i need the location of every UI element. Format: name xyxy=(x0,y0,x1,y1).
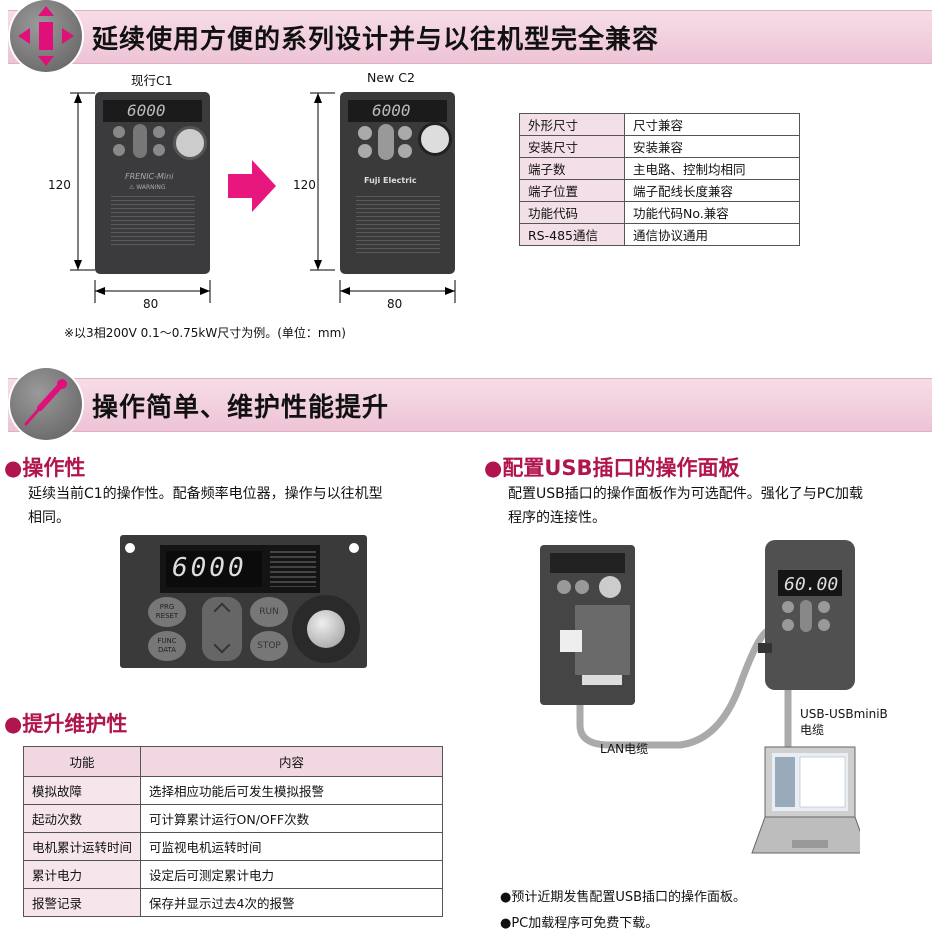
compat-value: 尺寸兼容 xyxy=(624,113,800,136)
compat-item: 端子数 xyxy=(519,157,625,180)
device-c1: 6000 FRENIC-Mini ⚠ WARNING xyxy=(95,92,210,274)
compat-item: 功能代码 xyxy=(519,201,625,224)
up-down-button[interactable] xyxy=(202,597,242,661)
compat-row: RS-485通信通信协议通用 xyxy=(519,223,800,246)
dimension-lines-left xyxy=(70,92,211,303)
usb-connection-illustration xyxy=(540,540,860,854)
device-c1-display: 6000 xyxy=(127,101,166,120)
operability-text: 延续当前C1的操作性。配备频率电位器，操作与以往机型 相同。 xyxy=(28,486,383,526)
compat-value: 端子配线长度兼容 xyxy=(624,179,800,202)
current-model-label: 现行C1 xyxy=(131,73,173,88)
maintenance-heading: ●提升维护性 xyxy=(4,712,128,736)
compat-value: 功能代码No.兼容 xyxy=(624,201,800,224)
keypad-display: 6000 xyxy=(172,553,247,583)
device-c1-brand: FRENIC-Mini xyxy=(125,172,174,181)
maintenance-function: 累计电力 xyxy=(23,860,141,889)
section2-banner: 操作简单、维护性能提升 xyxy=(8,378,932,432)
tool-icon xyxy=(10,368,82,440)
func-data-button[interactable]: FUNC DATA xyxy=(148,631,186,661)
maintenance-function: 电机累计运转时间 xyxy=(23,832,141,861)
compat-row: 外形尺寸尺寸兼容 xyxy=(519,113,800,136)
maintenance-content: 保存并显示过去4次的报警 xyxy=(140,888,443,917)
prg-reset-button[interactable]: PRG RESET xyxy=(148,597,186,627)
maintenance-content: 可计算累计运行ON/OFF次数 xyxy=(140,804,443,833)
compat-item: 端子位置 xyxy=(519,179,625,202)
device-c2: 6000 Fuji Electric xyxy=(340,92,455,274)
compat-row: 端子数主电路、控制均相同 xyxy=(519,157,800,180)
compat-item: RS-485通信 xyxy=(519,223,625,246)
device-c2-display: 6000 xyxy=(372,101,411,120)
maintenance-table: 功能 内容 模拟故障选择相应功能后可发生模拟报警起动次数可计算累计运行ON/OF… xyxy=(23,746,443,917)
dimension-footnote: ※以3相200V 0.1～0.75kW尺寸为例。(单位：mm) xyxy=(64,326,346,340)
col-function: 功能 xyxy=(23,746,141,777)
width-dim-left: 80 xyxy=(143,297,159,311)
width-dim-right: 80 xyxy=(387,297,403,311)
compat-value: 主电路、控制均相同 xyxy=(624,157,800,180)
operability-heading: ●操作性 xyxy=(4,456,86,480)
maintenance-row: 模拟故障选择相应功能后可发生模拟报警 xyxy=(23,776,443,805)
compat-row: 功能代码功能代码No.兼容 xyxy=(519,201,800,224)
usb-panel-text: 配置USB插口的操作面板作为可选配件。强化了与PC加载 程序的连接性。 xyxy=(508,486,863,526)
compat-item: 安装尺寸 xyxy=(519,135,625,158)
usb-panel-heading: ●配置USB插口的操作面板 xyxy=(484,456,740,480)
compat-value: 安装兼容 xyxy=(624,135,800,158)
run-button[interactable]: RUN xyxy=(250,597,288,627)
compatibility-icon xyxy=(10,0,82,72)
maintenance-function: 起动次数 xyxy=(23,804,141,833)
maintenance-content: 可监视电机运转时间 xyxy=(140,832,443,861)
keypad-panel: 6000 PRG RESET FUNC DATA RUN STOP xyxy=(120,535,367,668)
new-model-label: New C2 xyxy=(367,70,415,85)
maintenance-row: 电机累计运转时间可监视电机运转时间 xyxy=(23,832,443,861)
col-content: 内容 xyxy=(140,746,443,777)
section1-banner: 延续使用方便的系列设计并与以往机型完全兼容 xyxy=(8,10,932,64)
compat-row: 端子位置端子配线长度兼容 xyxy=(519,179,800,202)
usb-cable-label: USB-USBminiB 电缆 xyxy=(800,707,888,737)
maintenance-function: 模拟故障 xyxy=(23,776,141,805)
compat-value: 通信协议通用 xyxy=(624,223,800,246)
compat-item: 外形尺寸 xyxy=(519,113,625,136)
usb-note-2: ●PC加载程序可免费下载。 xyxy=(500,916,659,931)
device-c2-brand: Fuji Electric xyxy=(364,176,417,185)
maintenance-row: 报警记录保存并显示过去4次的报警 xyxy=(23,888,443,917)
maintenance-content: 选择相应功能后可发生模拟报警 xyxy=(140,776,443,805)
maintenance-function: 报警记录 xyxy=(23,888,141,917)
maintenance-row: 起动次数可计算累计运行ON/OFF次数 xyxy=(23,804,443,833)
up-arrow-icon xyxy=(213,602,231,620)
height-dim-left: 120 xyxy=(48,178,71,192)
down-arrow-icon xyxy=(213,636,231,654)
compatibility-table: 外形尺寸尺寸兼容安装尺寸安装兼容端子数主电路、控制均相同端子位置端子配线长度兼容… xyxy=(519,113,800,246)
section1-title: 延续使用方便的系列设计并与以往机型完全兼容 xyxy=(92,25,660,55)
height-dim-right: 120 xyxy=(293,178,316,192)
lan-cable-label: LAN电缆 xyxy=(600,742,649,756)
upgrade-arrow-icon xyxy=(228,160,276,212)
compat-row: 安装尺寸安装兼容 xyxy=(519,135,800,158)
frequency-knob[interactable] xyxy=(292,595,360,663)
device-c1-warning: ⚠ WARNING xyxy=(129,184,166,191)
stop-button[interactable]: STOP xyxy=(250,631,288,661)
maintenance-row: 累计电力设定后可测定累计电力 xyxy=(23,860,443,889)
display-readout: 60.00 xyxy=(784,574,839,595)
maintenance-content: 设定后可测定累计电力 xyxy=(140,860,443,889)
usb-note-1: ●预计近期发售配置USB插口的操作面板。 xyxy=(500,890,747,905)
dimension-lines-right xyxy=(310,92,456,303)
section2-title: 操作简单、维护性能提升 xyxy=(92,393,390,423)
